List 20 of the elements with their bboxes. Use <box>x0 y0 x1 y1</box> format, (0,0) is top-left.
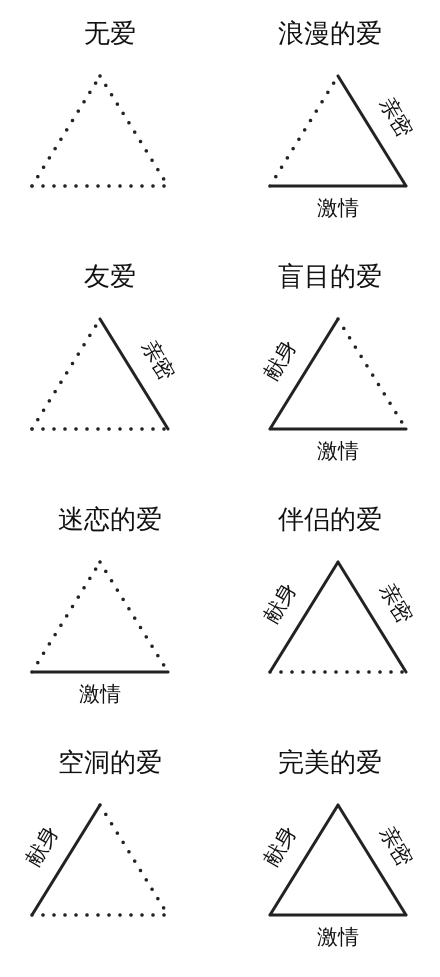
side-label: 献身 <box>21 822 63 870</box>
panel-title: 友爱 <box>83 261 137 293</box>
side-label: 激情 <box>79 682 121 706</box>
side-label: 激情 <box>317 439 359 463</box>
panel-title: 伴侣的爱 <box>277 504 383 536</box>
side-label: 献身 <box>259 336 301 384</box>
side-label: 亲密 <box>375 822 417 870</box>
side-label: 激情 <box>317 925 359 949</box>
panel-title: 空洞的爱 <box>57 747 163 779</box>
panel-title: 浪漫的爱 <box>277 18 383 50</box>
panel-title: 迷恋的爱 <box>57 504 163 536</box>
panel-title: 盲目的爱 <box>277 261 383 293</box>
side-label: 献身 <box>259 578 301 628</box>
side-label: 亲密 <box>375 578 417 628</box>
side-label: 亲密 <box>375 92 417 142</box>
side-label: 献身 <box>259 822 301 870</box>
side-label: 亲密 <box>137 336 179 384</box>
panel-title: 完美的爱 <box>277 747 383 779</box>
side-label: 激情 <box>317 196 359 220</box>
panel-title: 无爱 <box>83 18 137 50</box>
